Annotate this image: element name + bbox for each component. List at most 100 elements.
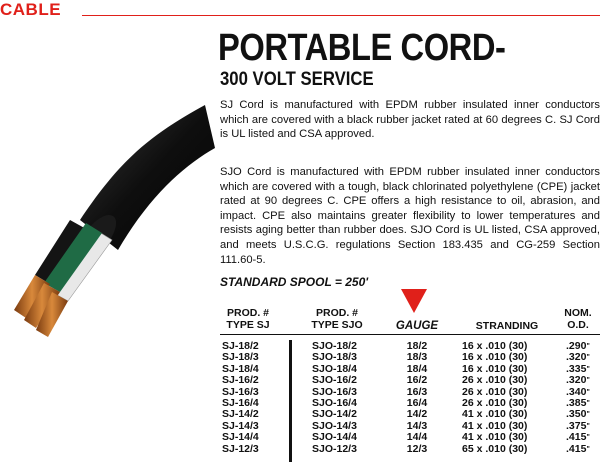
section-rule bbox=[82, 15, 600, 16]
header-sjo-line2: TYPE SJO bbox=[311, 319, 363, 331]
cell-stranding: 16 x .010 (30) bbox=[462, 362, 528, 375]
header-sj-line1: PROD. # bbox=[226, 307, 269, 319]
cell-stranding: 26 x .010 (30) bbox=[462, 397, 528, 409]
cell-od-text: .335 bbox=[566, 362, 587, 375]
cell-stranding: 41 x .010 (30) bbox=[462, 431, 528, 444]
cell-sjo-text: SJO-16/2 bbox=[312, 374, 357, 387]
cell-stranding: 16 x .010 (30) bbox=[462, 340, 528, 352]
cell-stranding: 16 x .010 (30) bbox=[462, 352, 527, 363]
cell-sjo: SJO-12/3 bbox=[312, 443, 357, 455]
cell-stranding-text: 16 x .010 (30) bbox=[462, 362, 528, 375]
cell-sj-text: SJ-16/3 bbox=[222, 385, 259, 398]
cell-gauge-text: 18/3 bbox=[406, 351, 428, 364]
down-arrow-icon bbox=[401, 289, 427, 313]
cell-sjo: SJO-16/3 bbox=[312, 385, 357, 398]
inch-mark: " bbox=[586, 400, 590, 407]
cell-sjo: SJO-18/2 bbox=[312, 340, 357, 352]
cell-sj: SJ-16/3 bbox=[222, 385, 259, 398]
table-row: SJ-14/2 SJO-14/2 14/2 41 x .010 (30) .350" bbox=[0, 409, 600, 420]
cell-gauge: 14/4 bbox=[402, 431, 432, 444]
table-row: SJ-14/3 SJO-14/3 14/3 41 x .010 (30) .375" bbox=[0, 419, 600, 432]
cell-sjo: SJO-16/2 bbox=[312, 374, 357, 387]
page-subtitle: 300 VOLT SERVICE bbox=[220, 69, 374, 90]
cell-od-text: .415 bbox=[566, 431, 587, 444]
cable-illustration-icon bbox=[14, 105, 215, 337]
cell-gauge-text: 14/4 bbox=[406, 431, 428, 444]
cell-od: .320" bbox=[566, 374, 590, 387]
cell-gauge-text: 16/3 bbox=[406, 385, 428, 398]
header-stranding: STRANDING bbox=[475, 320, 539, 332]
cell-stranding-text: 41 x .010 (30) bbox=[462, 419, 528, 432]
cell-stranding: 41 x .010 (30) bbox=[462, 409, 527, 420]
cell-sjo: SJO-18/4 bbox=[312, 363, 357, 375]
header-od-line2: O.D. bbox=[567, 319, 589, 331]
cell-sj-text: SJ-12/3 bbox=[222, 442, 259, 455]
cell-sj: SJ-14/4 bbox=[222, 431, 259, 444]
cell-gauge-text: 18/2 bbox=[406, 340, 428, 352]
cell-stranding-text: 26 x .010 (30) bbox=[462, 397, 528, 409]
cell-od-text: .290 bbox=[566, 340, 587, 352]
cell-sjo-text: SJO-14/2 bbox=[312, 408, 357, 421]
cell-sj-text: SJ-16/4 bbox=[222, 397, 259, 409]
cell-gauge-text: 14/2 bbox=[406, 408, 428, 421]
cell-stranding-text: 26 x .010 (30) bbox=[462, 385, 528, 398]
cell-od: .385" bbox=[566, 397, 590, 409]
cell-sj-text: SJ-18/3 bbox=[222, 351, 259, 364]
cell-od: .415" bbox=[566, 431, 590, 444]
inch-mark: " bbox=[586, 377, 590, 385]
cell-stranding-text: 65 x .010 (30) bbox=[462, 442, 528, 455]
cell-sj-text: SJ-18/2 bbox=[222, 340, 259, 352]
header-sj: PROD. # TYPE SJ bbox=[222, 307, 274, 331]
cell-gauge: 18/3 bbox=[402, 352, 432, 363]
cell-sj: SJ-12/3 bbox=[222, 442, 259, 455]
inch-mark: " bbox=[586, 411, 590, 419]
cell-gauge-text: 18/4 bbox=[406, 362, 428, 375]
cell-gauge: 14/2 bbox=[402, 409, 432, 420]
cell-stranding-text: 16 x .010 (30) bbox=[462, 351, 528, 364]
cell-sjo: SJO-18/3 bbox=[312, 352, 357, 363]
cell-sjo-text: SJO-14/3 bbox=[312, 419, 357, 432]
cell-od: .335" bbox=[566, 362, 590, 375]
header-od: NOM. O.D. bbox=[560, 307, 596, 331]
header-od-line1: NOM. bbox=[564, 307, 592, 319]
cell-od-text: .375 bbox=[566, 419, 587, 432]
cell-od: .350" bbox=[566, 409, 590, 420]
section-tag: CABLE bbox=[0, 0, 62, 19]
cell-od-text: .320 bbox=[566, 351, 587, 364]
cell-od: .290" bbox=[566, 340, 590, 352]
inch-mark: " bbox=[586, 422, 590, 430]
inch-mark: " bbox=[586, 343, 590, 350]
page-title: PORTABLE CORD- bbox=[218, 27, 506, 69]
cell-sj-text: SJ-14/2 bbox=[222, 408, 259, 421]
cell-stranding-text: 41 x .010 (30) bbox=[462, 431, 528, 444]
cell-stranding-text: 16 x .010 (30) bbox=[462, 340, 528, 352]
cell-gauge-text: 16/4 bbox=[406, 397, 428, 409]
inch-mark: " bbox=[586, 354, 590, 362]
cell-od-text: .340 bbox=[566, 385, 587, 398]
column-divider bbox=[289, 340, 292, 462]
cell-od-text: .320 bbox=[566, 374, 587, 387]
cell-od-text: .415 bbox=[566, 442, 587, 455]
cell-sj-text: SJ-18/4 bbox=[222, 362, 259, 375]
cell-stranding: 26 x .010 (30) bbox=[462, 385, 528, 398]
cell-sj: SJ-14/3 bbox=[222, 420, 259, 432]
cell-od-text: .385 bbox=[566, 397, 587, 409]
cell-sjo-text: SJO-16/4 bbox=[312, 397, 357, 409]
cell-gauge-text: 14/3 bbox=[406, 419, 428, 432]
cell-gauge: 16/3 bbox=[402, 385, 432, 398]
cell-od-text: .350 bbox=[566, 408, 587, 421]
cell-gauge: 12/3 bbox=[402, 442, 432, 455]
cell-sjo: SJO-14/2 bbox=[312, 409, 357, 420]
cell-gauge-text: 12/3 bbox=[406, 442, 428, 455]
header-sjo: PROD. # TYPE SJO bbox=[307, 307, 367, 331]
cell-sj: SJ-18/2 bbox=[222, 340, 259, 352]
cell-gauge-text: 16/2 bbox=[406, 374, 428, 387]
cell-od: .415" bbox=[566, 442, 590, 455]
cell-sj-text: SJ-14/4 bbox=[222, 431, 259, 444]
cell-od: .375" bbox=[566, 419, 590, 432]
cell-sjo-text: SJO-16/3 bbox=[312, 385, 357, 398]
cell-sj: SJ-18/3 bbox=[222, 352, 259, 363]
